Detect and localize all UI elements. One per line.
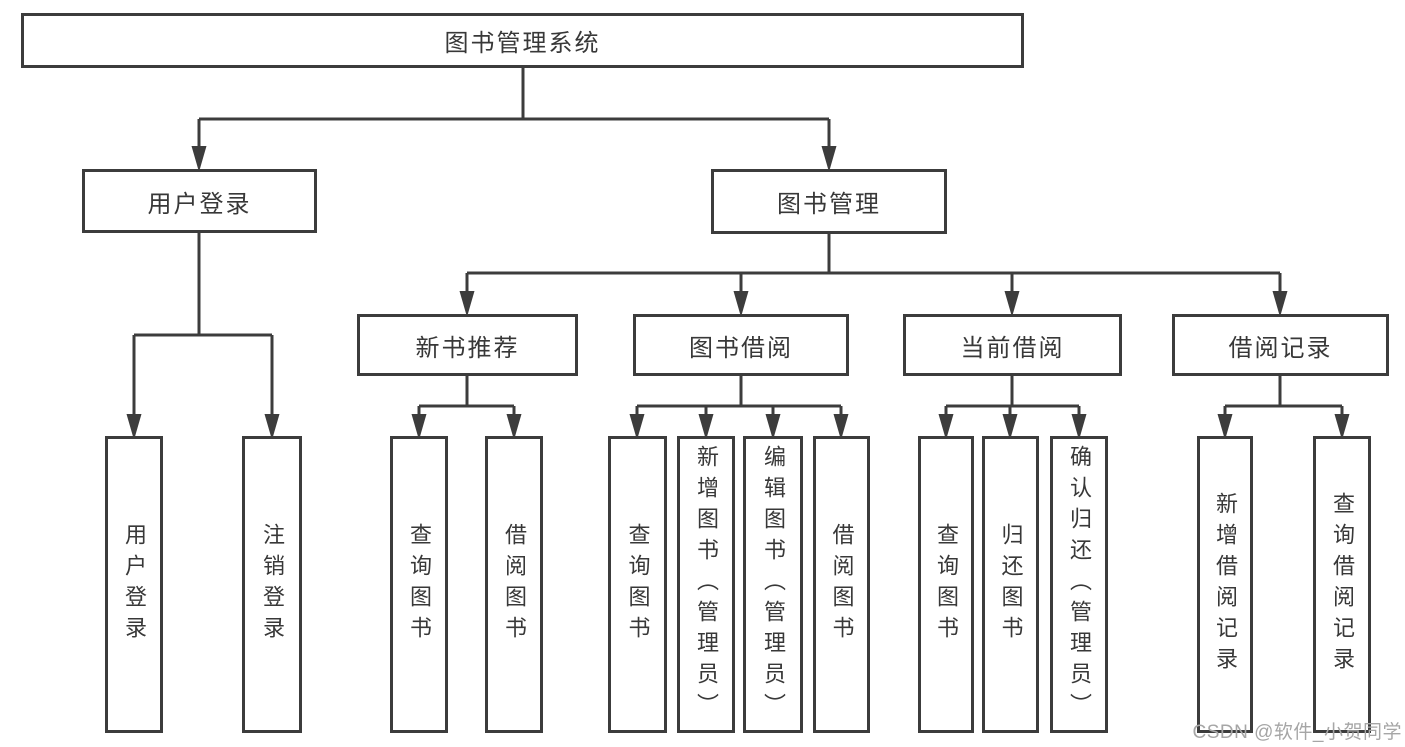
node-label: 借阅图书: [502, 522, 527, 647]
node-borrow-records: 借阅记录: [1172, 314, 1389, 376]
node-label: 借阅图书: [829, 522, 855, 647]
node-borrowing: 图书借阅: [633, 314, 849, 376]
node-user-login: 用户登录: [82, 169, 317, 233]
node-label: 新书推荐: [415, 334, 520, 362]
node-label: 查询图书: [934, 522, 959, 647]
node-label: 新增借阅记录: [1213, 491, 1238, 678]
leaf-newbooks-query: 查询图书: [390, 436, 448, 733]
node-label: 当前借阅: [960, 334, 1065, 362]
connector-current-borrowing: [938, 376, 1087, 440]
connector-borrowing: [629, 376, 849, 440]
leaf-borrowing-edit: 编辑图书（管理员）: [743, 436, 803, 733]
node-label: 借阅记录: [1228, 334, 1333, 362]
node-label: 查询借阅记录: [1330, 491, 1355, 678]
node-label: 注销登录: [260, 522, 285, 647]
node-root-label: 图书管理系统: [444, 30, 601, 57]
leaf-current-query: 查询图书: [918, 436, 974, 733]
node-label: 编辑图书（管理员）: [761, 445, 786, 724]
leaf-borrowing-query: 查询图书: [608, 436, 667, 733]
leaf-records-query: 查询借阅记录: [1313, 436, 1371, 733]
watermark: CSDN @软件_小贺同学: [1192, 722, 1402, 743]
connector-new-books: [411, 376, 522, 440]
connector-user-login: [126, 233, 280, 440]
leaf-current-return: 归还图书: [982, 436, 1039, 733]
node-root: 图书管理系统: [21, 13, 1024, 68]
node-book-management: 图书管理: [711, 169, 947, 234]
leaf-newbooks-borrow: 借阅图书: [485, 436, 543, 733]
node-new-books: 新书推荐: [357, 314, 578, 376]
leaf-current-confirm: 确认归还（管理员）: [1050, 436, 1108, 733]
node-label: 归还图书: [998, 522, 1024, 647]
node-label: 图书借阅: [689, 334, 793, 362]
node-label: 查询图书: [625, 522, 651, 647]
leaf-borrowing-add: 新增图书（管理员）: [677, 436, 735, 733]
node-label: 确认归还（管理员）: [1067, 445, 1092, 724]
leaf-user-login: 用户登录: [105, 436, 163, 733]
node-label: 新增图书（管理员）: [694, 445, 719, 724]
node-label: 用户登录: [147, 190, 252, 218]
node-label: 用户登录: [122, 522, 147, 647]
connector-root-to-level2: [191, 68, 837, 172]
connector-borrow-records: [1217, 376, 1350, 440]
node-label: 查询图书: [407, 522, 432, 647]
node-current-borrowing: 当前借阅: [903, 314, 1122, 376]
leaf-borrowing-borrow: 借阅图书: [813, 436, 870, 733]
node-label: 图书管理: [777, 191, 881, 218]
connector-book-management: [459, 234, 1288, 317]
leaf-logout: 注销登录: [242, 436, 302, 733]
leaf-records-add: 新增借阅记录: [1197, 436, 1253, 733]
